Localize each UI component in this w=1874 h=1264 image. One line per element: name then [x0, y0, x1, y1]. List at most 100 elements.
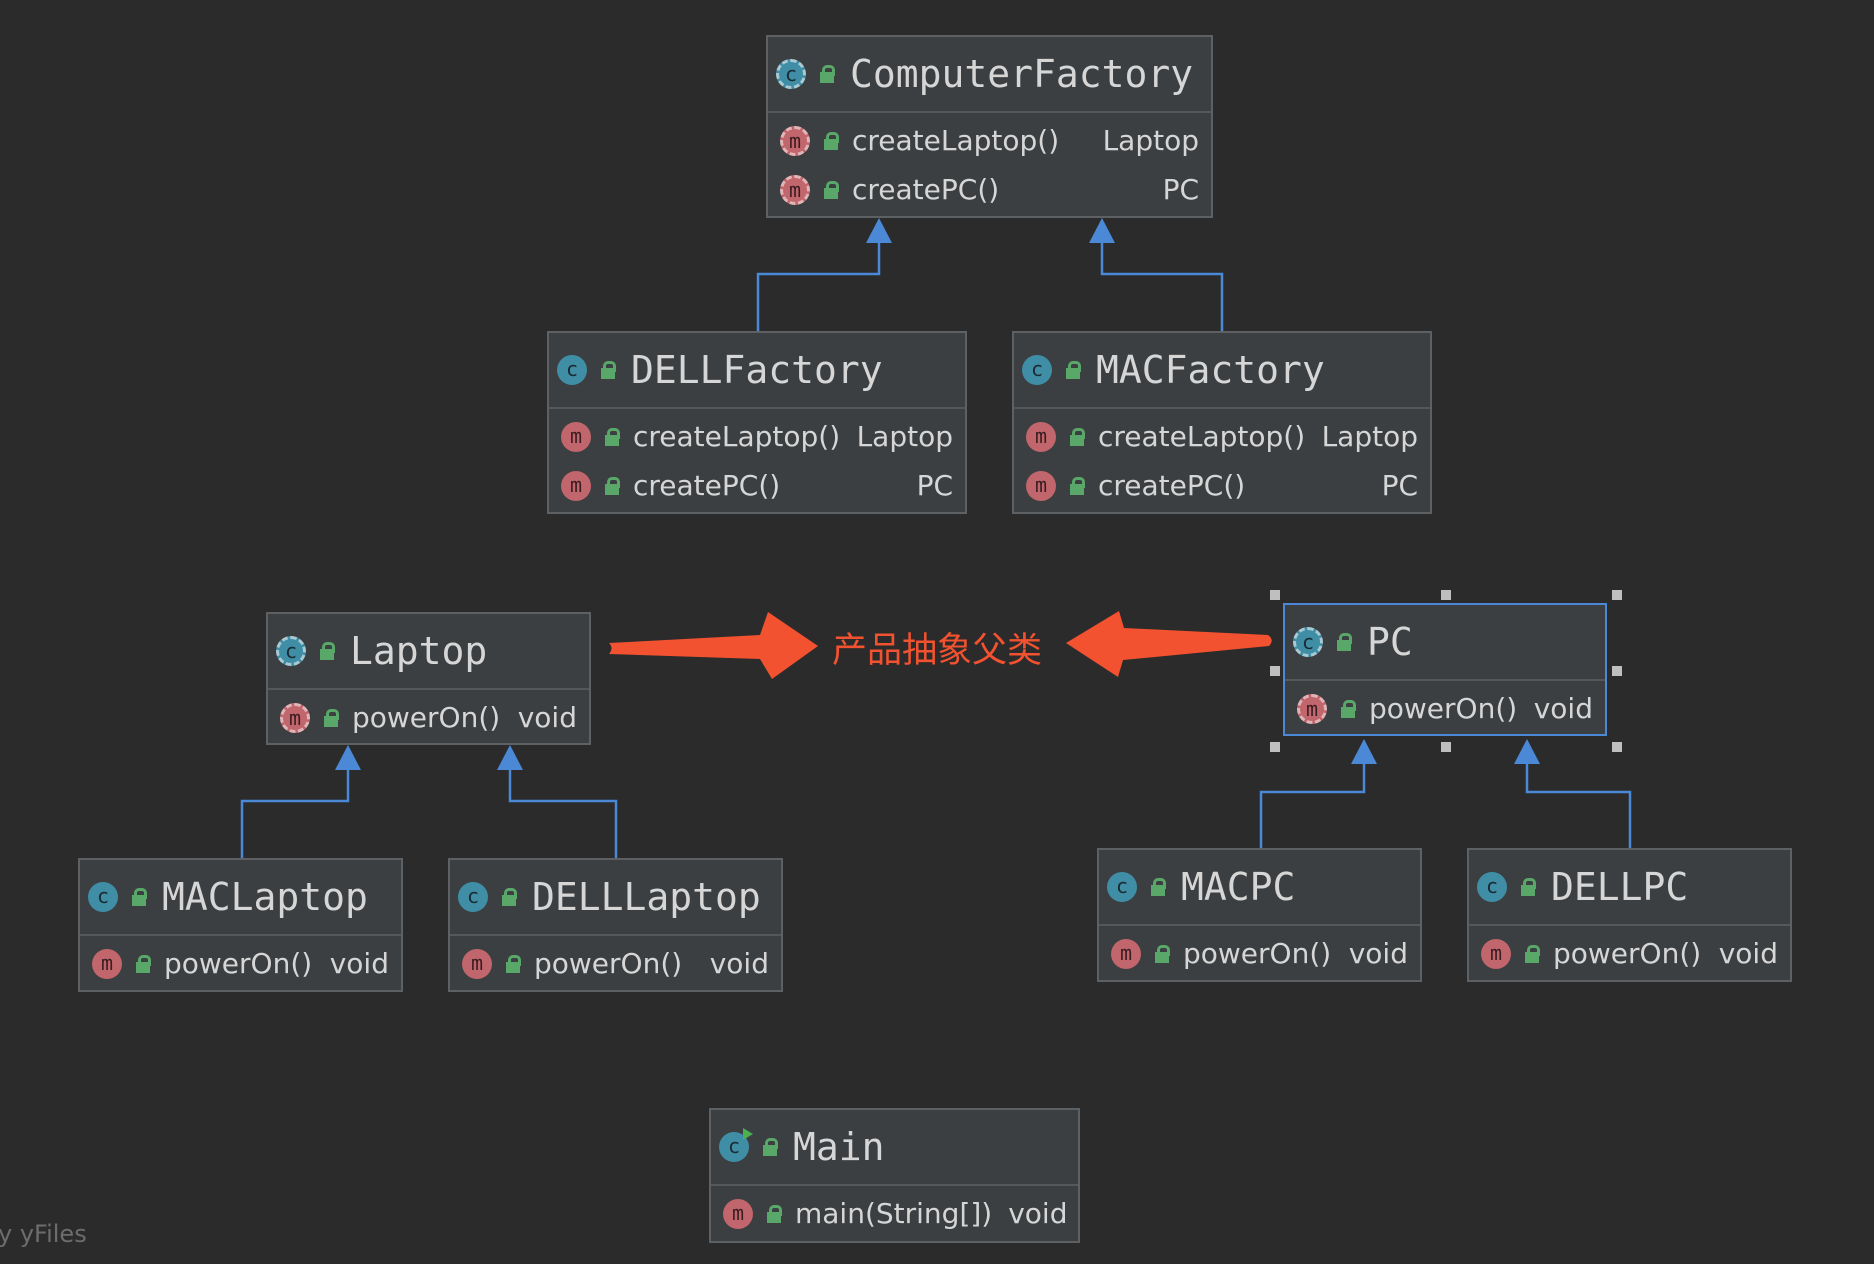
- class-macpc[interactable]: c MACPC m powerOn() void: [1097, 848, 1422, 982]
- method-row[interactable]: m createPC() PC: [768, 165, 1211, 214]
- arrowhead-pc-left: [1351, 739, 1377, 764]
- method-icon: m: [1111, 938, 1141, 969]
- method-row[interactable]: m createLaptop() Laptop: [1014, 412, 1430, 461]
- method-return-type: Laptop: [856, 420, 953, 453]
- public-access-icon: [132, 888, 147, 906]
- method-row[interactable]: m powerOn() void: [268, 693, 589, 742]
- public-access-icon: [502, 888, 517, 906]
- class-header: c ComputerFactory: [768, 37, 1211, 113]
- class-name: PC: [1367, 620, 1413, 664]
- edge-dellfactory-to-computerfactory: [756, 240, 881, 332]
- class-laptop[interactable]: c Laptop m powerOn() void: [266, 612, 591, 745]
- class-header: c DELLLaptop: [450, 860, 781, 936]
- public-access-icon: [1525, 944, 1540, 963]
- selection-handle-top-right[interactable]: [1612, 590, 1622, 600]
- method-return-type: Laptop: [1102, 124, 1199, 157]
- method-name: powerOn(): [1369, 692, 1518, 725]
- method-return-type: Laptop: [1321, 420, 1418, 453]
- method-row[interactable]: m powerOn() void: [1469, 929, 1790, 978]
- class-macfactory[interactable]: c MACFactory m createLaptop() Laptop m c…: [1012, 331, 1432, 514]
- class-delllaptop[interactable]: c DELLLaptop m powerOn() void: [448, 858, 783, 992]
- method-name: createLaptop(): [633, 420, 841, 453]
- method-icon: m: [92, 948, 122, 979]
- static-method-icon: m: [723, 1198, 753, 1229]
- public-access-icon: [824, 131, 839, 150]
- class-name: MACPC: [1181, 865, 1296, 909]
- edge-maclaptop-to-laptop: [240, 766, 350, 860]
- method-name: createLaptop(): [852, 124, 1060, 157]
- method-name: powerOn(): [534, 947, 683, 980]
- class-dellpc[interactable]: c DELLPC m powerOn() void: [1467, 848, 1792, 982]
- class-header: c MACLaptop: [80, 860, 401, 936]
- class-icon: c: [1107, 872, 1137, 902]
- public-access-icon: [320, 642, 335, 660]
- method-row[interactable]: m powerOn() void: [80, 939, 401, 988]
- selection-handle-bottom-right[interactable]: [1612, 742, 1622, 752]
- method-row[interactable]: m powerOn() void: [450, 939, 781, 988]
- public-access-icon: [324, 708, 339, 727]
- class-name: MACFactory: [1096, 348, 1325, 392]
- method-return-type: void: [1718, 937, 1778, 970]
- public-access-icon: [763, 1138, 778, 1156]
- edge-dellpc-to-pc: [1525, 760, 1632, 850]
- public-access-icon: [601, 361, 616, 379]
- annotation-arrow-right: [1066, 611, 1272, 677]
- class-dellfactory[interactable]: c DELLFactory m createLaptop() Laptop m …: [547, 331, 967, 514]
- class-header: c Laptop: [268, 614, 589, 690]
- public-access-icon: [824, 180, 839, 199]
- class-pc[interactable]: c PC m powerOn() void: [1283, 603, 1607, 736]
- method-icon: m: [561, 470, 591, 501]
- method-return-type: PC: [1381, 469, 1418, 502]
- method-row[interactable]: m powerOn() void: [1099, 929, 1420, 978]
- class-name: Main: [793, 1125, 885, 1169]
- method-return-type: void: [1533, 692, 1593, 725]
- public-access-icon: [136, 954, 151, 973]
- public-access-icon: [605, 476, 620, 495]
- selection-handle-top-left[interactable]: [1270, 590, 1280, 600]
- method-return-type: void: [329, 947, 389, 980]
- arrowhead-computerfactory-left: [866, 218, 892, 243]
- method-row[interactable]: m createPC() PC: [1014, 461, 1430, 510]
- method-name: createPC(): [633, 469, 781, 502]
- class-computerfactory[interactable]: c ComputerFactory m createLaptop() Lapto…: [766, 35, 1213, 218]
- class-header: c PC: [1285, 605, 1605, 681]
- selection-handle-top-middle[interactable]: [1441, 590, 1451, 600]
- method-name: createLaptop(): [1098, 420, 1306, 453]
- selection-handle-bottom-middle[interactable]: [1441, 742, 1451, 752]
- method-name: powerOn(): [352, 701, 501, 734]
- abstract-class-icon: c: [1293, 627, 1323, 657]
- class-name: DELLFactory: [631, 348, 883, 392]
- class-icon: c: [458, 882, 488, 912]
- public-access-icon: [1066, 361, 1081, 379]
- class-main[interactable]: c Main m main(String[]) void: [709, 1108, 1080, 1243]
- selection-handle-bottom-left[interactable]: [1270, 742, 1280, 752]
- class-icon: c: [1022, 355, 1052, 385]
- selection-handle-middle-right[interactable]: [1612, 666, 1622, 676]
- class-header: c MACPC: [1099, 850, 1420, 926]
- method-row[interactable]: m powerOn() void: [1285, 684, 1605, 733]
- arrowhead-laptop-left: [335, 745, 361, 770]
- method-row[interactable]: m createLaptop() Laptop: [768, 116, 1211, 165]
- method-return-type: void: [1348, 937, 1408, 970]
- method-name: main(String[]): [795, 1197, 993, 1230]
- arrowhead-pc-right: [1514, 739, 1540, 764]
- arrowhead-laptop-right: [497, 745, 523, 770]
- class-maclaptop[interactable]: c MACLaptop m powerOn() void: [78, 858, 403, 992]
- method-row[interactable]: m main(String[]) void: [711, 1189, 1078, 1238]
- method-row[interactable]: m createLaptop() Laptop: [549, 412, 965, 461]
- public-access-icon: [1070, 427, 1085, 446]
- public-access-icon: [820, 65, 835, 83]
- class-name: ComputerFactory: [850, 52, 1194, 96]
- class-header: c MACFactory: [1014, 333, 1430, 409]
- public-access-icon: [1151, 878, 1166, 896]
- class-name: DELLPC: [1551, 865, 1689, 909]
- public-access-icon: [1337, 633, 1352, 651]
- method-icon: m: [462, 948, 492, 979]
- method-return-type: void: [1008, 1197, 1068, 1230]
- method-row[interactable]: m createPC() PC: [549, 461, 965, 510]
- selection-handle-middle-left[interactable]: [1270, 666, 1280, 676]
- class-icon: c: [88, 882, 118, 912]
- abstract-method-icon: m: [780, 125, 810, 156]
- abstract-method-icon: m: [780, 174, 810, 205]
